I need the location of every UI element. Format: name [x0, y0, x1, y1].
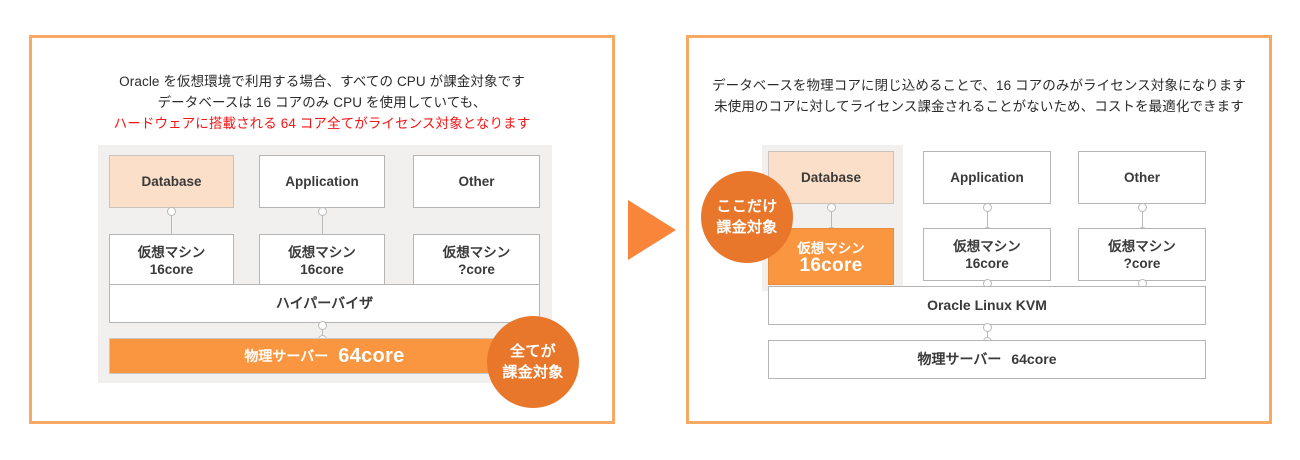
right-connector-line-1: [831, 204, 832, 235]
left-caption-line-2: データベースは 16 コアのみ CPU を使用していても、: [157, 95, 487, 110]
left-physical-server-label: 物理サーバー: [244, 347, 329, 364]
right-vm-database[interactable]: 仮想マシン 16core: [768, 228, 894, 285]
right-vm-other-name: 仮想マシン: [1108, 238, 1176, 254]
right-billing-badge-line-1: ここだけ: [716, 198, 778, 215]
right-vm-other[interactable]: 仮想マシン ?core: [1078, 228, 1206, 281]
right-workload-other-label: Other: [1123, 170, 1160, 185]
right-caption-line-2: 未使用のコアに対してライセンス課金されることがないため、コストを最適化できます: [714, 99, 1244, 114]
right-connector-dot-1a: [827, 203, 836, 212]
left-caption-line-1: Oracle を仮想環境で利用する場合、すべての CPU が課金対象です: [119, 74, 525, 89]
right-workload-other[interactable]: Other: [1078, 151, 1206, 204]
right-billing-badge-line-2: 課金対象: [716, 219, 778, 236]
left-caption-line-3-warning: ハードウェアに搭載される 64 コア全てがライセンス対象となります: [113, 116, 531, 131]
left-hypervisor-box[interactable]: ハイパーバイザ: [109, 284, 540, 323]
right-connector-line-6: [987, 325, 988, 343]
right-hypervisor-label: Oracle Linux KVM: [927, 297, 1047, 313]
right-workload-application-label: Application: [950, 170, 1024, 185]
transition-arrow-icon: [628, 200, 676, 260]
right-hypervisor-box[interactable]: Oracle Linux KVM: [768, 286, 1206, 325]
left-workload-database[interactable]: Database: [109, 155, 234, 208]
left-vm-application[interactable]: 仮想マシン 16core: [259, 234, 385, 287]
left-vm-database-cores: 16core: [149, 261, 194, 277]
left-vm-application-cores: 16core: [300, 261, 344, 277]
left-billing-badge: 全てが 課金対象: [487, 316, 579, 408]
left-panel: Oracle を仮想環境で利用する場合、すべての CPU が課金対象です データ…: [29, 35, 615, 424]
left-workload-database-label: Database: [141, 174, 202, 189]
left-billing-badge-line-2: 課金対象: [502, 364, 564, 381]
left-workload-other[interactable]: Other: [413, 155, 540, 208]
left-vm-application-name: 仮想マシン: [288, 244, 356, 260]
left-connector-line-1: [171, 208, 172, 244]
left-connector-dot-1a: [167, 207, 176, 216]
right-connector-dot-2a: [983, 203, 992, 212]
right-vm-other-cores: ?core: [1123, 255, 1161, 271]
right-vm-database-cores: 16core: [799, 254, 863, 276]
left-vm-other[interactable]: 仮想マシン ?core: [413, 234, 540, 287]
left-connector-dot-5a: [318, 321, 327, 330]
right-physical-server-cores: 64core: [1011, 351, 1057, 367]
left-workload-other-label: Other: [458, 174, 495, 189]
right-vm-database-name: 仮想マシン: [797, 240, 865, 256]
left-billing-badge-line-1: 全てが: [510, 343, 556, 360]
right-workload-database[interactable]: Database: [768, 151, 894, 204]
left-connector-line-5: [322, 323, 323, 341]
left-vm-database-name: 仮想マシン: [137, 244, 206, 260]
left-physical-server-cores: 64core: [338, 344, 405, 367]
left-physical-server-bar[interactable]: 物理サーバー 64core: [109, 338, 540, 374]
left-connector-line-2: [322, 208, 323, 244]
left-diagram: Database Application Other 仮想マシン 16core …: [32, 38, 612, 421]
right-vm-application-cores: 16core: [965, 255, 1009, 271]
right-vm-application[interactable]: 仮想マシン 16core: [923, 228, 1051, 281]
right-vm-application-name: 仮想マシン: [953, 238, 1021, 254]
left-connector-dot-2a: [318, 207, 327, 216]
right-billing-badge: ここだけ 課金対象: [701, 171, 793, 263]
right-panel: データベースを物理コアに閉じ込めることで、16 コアのみがライセンス対象になりま…: [686, 35, 1272, 424]
left-panel-caption: Oracle を仮想環境で利用する場合、すべての CPU が課金対象です データ…: [32, 71, 612, 134]
right-connector-dot-3a: [1138, 203, 1147, 212]
right-physical-server-label: 物理サーバー: [917, 351, 1002, 367]
left-hypervisor-label: ハイパーバイザ: [275, 295, 374, 311]
right-workload-database-label: Database: [800, 170, 862, 185]
right-caption-line-1: データベースを物理コアに閉じ込めることで、16 コアのみがライセンス対象になりま…: [712, 78, 1246, 93]
right-connector-dot-6a: [983, 323, 992, 332]
left-vm-database[interactable]: 仮想マシン 16core: [109, 234, 234, 287]
left-vm-other-name: 仮想マシン: [442, 244, 511, 260]
right-physical-server-box[interactable]: 物理サーバー 64core: [768, 340, 1206, 379]
right-connector-line-2: [987, 204, 988, 235]
left-vm-other-cores: ?core: [458, 261, 495, 277]
right-diagram: Database Application Other 仮想マシン 16core: [689, 38, 1269, 421]
right-panel-caption: データベースを物理コアに閉じ込めることで、16 コアのみがライセンス対象になりま…: [689, 75, 1269, 117]
right-connector-line-3: [1142, 204, 1143, 235]
left-workload-application-label: Application: [285, 174, 359, 189]
left-workload-application[interactable]: Application: [259, 155, 385, 208]
right-workload-application[interactable]: Application: [923, 151, 1051, 204]
